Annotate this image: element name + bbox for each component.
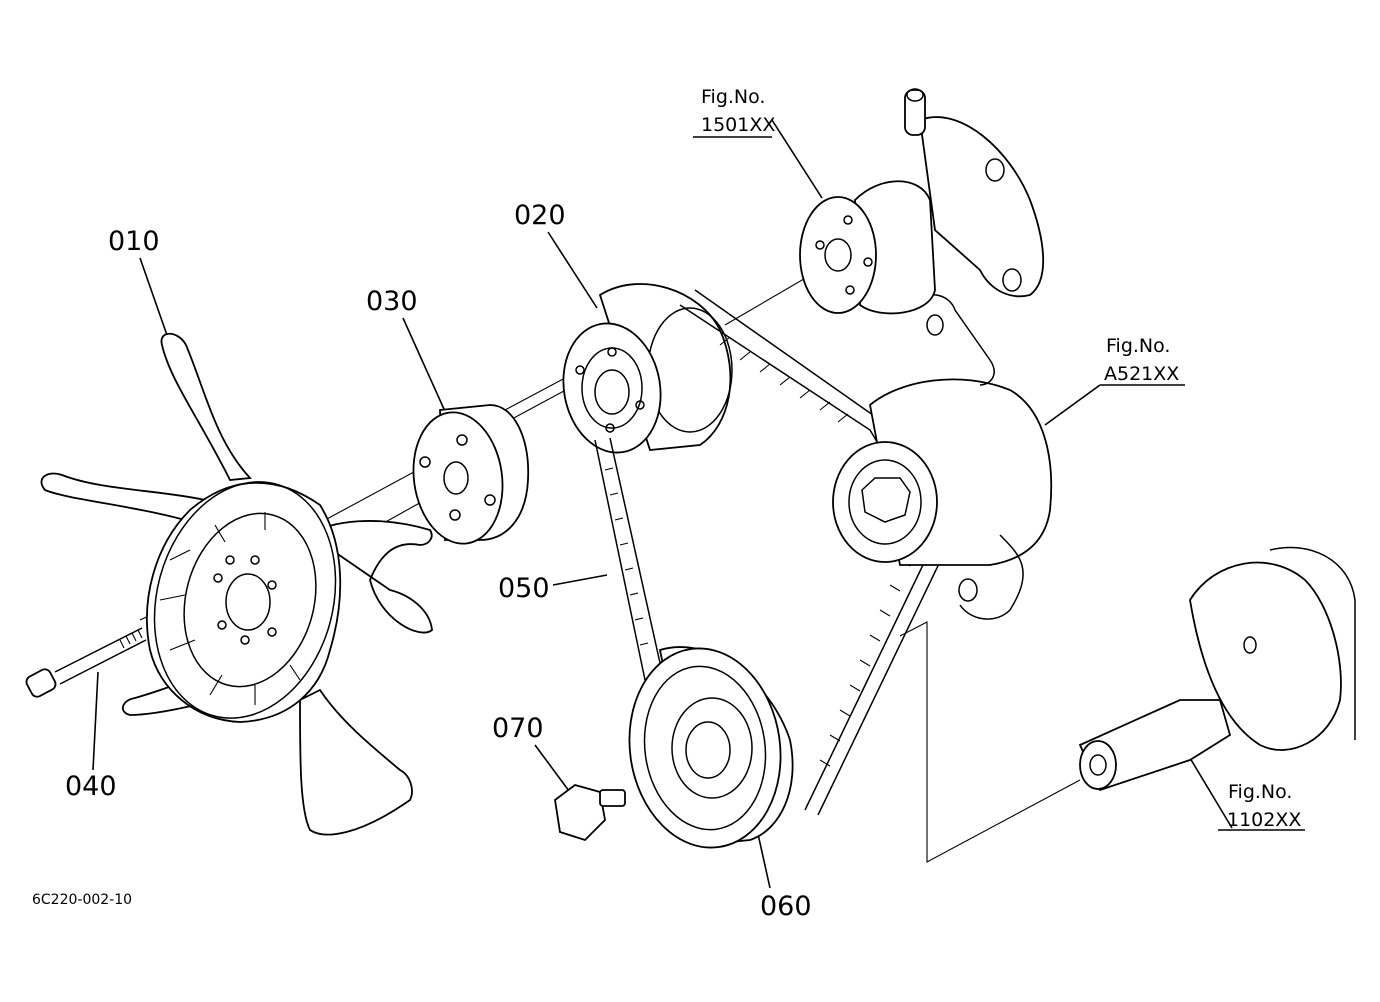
callout-020: 020 [514, 200, 566, 231]
ref-a521xx-number: A521XX [1104, 363, 1179, 385]
callout-070: 070 [492, 713, 544, 744]
fan [40, 332, 433, 836]
ref-1501xx-title: Fig.No. [701, 86, 765, 108]
fan-pulley-020 [562, 283, 733, 454]
alternator [832, 294, 1053, 620]
callout-060: 060 [760, 891, 812, 922]
bolt-070 [554, 784, 626, 842]
ref-1102xx-title: Fig.No. [1228, 781, 1292, 803]
bolt-040 [25, 627, 147, 698]
water-pump [799, 88, 1045, 315]
callout-050: 050 [498, 573, 550, 604]
figure-references: Fig.No. 1501XX Fig.No. A521XX Fig.No. 11… [701, 86, 1301, 831]
ref-1501xx-number: 1501XX [701, 114, 775, 136]
callout-040: 040 [65, 771, 117, 802]
crankshaft [1078, 546, 1356, 792]
ref-1102xx-number: 1102XX [1227, 809, 1301, 831]
drawing-code: 6C220-002-10 [32, 892, 132, 908]
callout-010: 010 [108, 226, 160, 257]
callout-030: 030 [366, 286, 418, 317]
crank-pulley-060 [628, 646, 794, 849]
ref-a521xx-title: Fig.No. [1106, 335, 1170, 357]
leader-lines [92, 119, 1305, 889]
callout-labels: 010 020 030 040 050 060 070 [65, 200, 812, 922]
spacer-030 [412, 404, 530, 545]
